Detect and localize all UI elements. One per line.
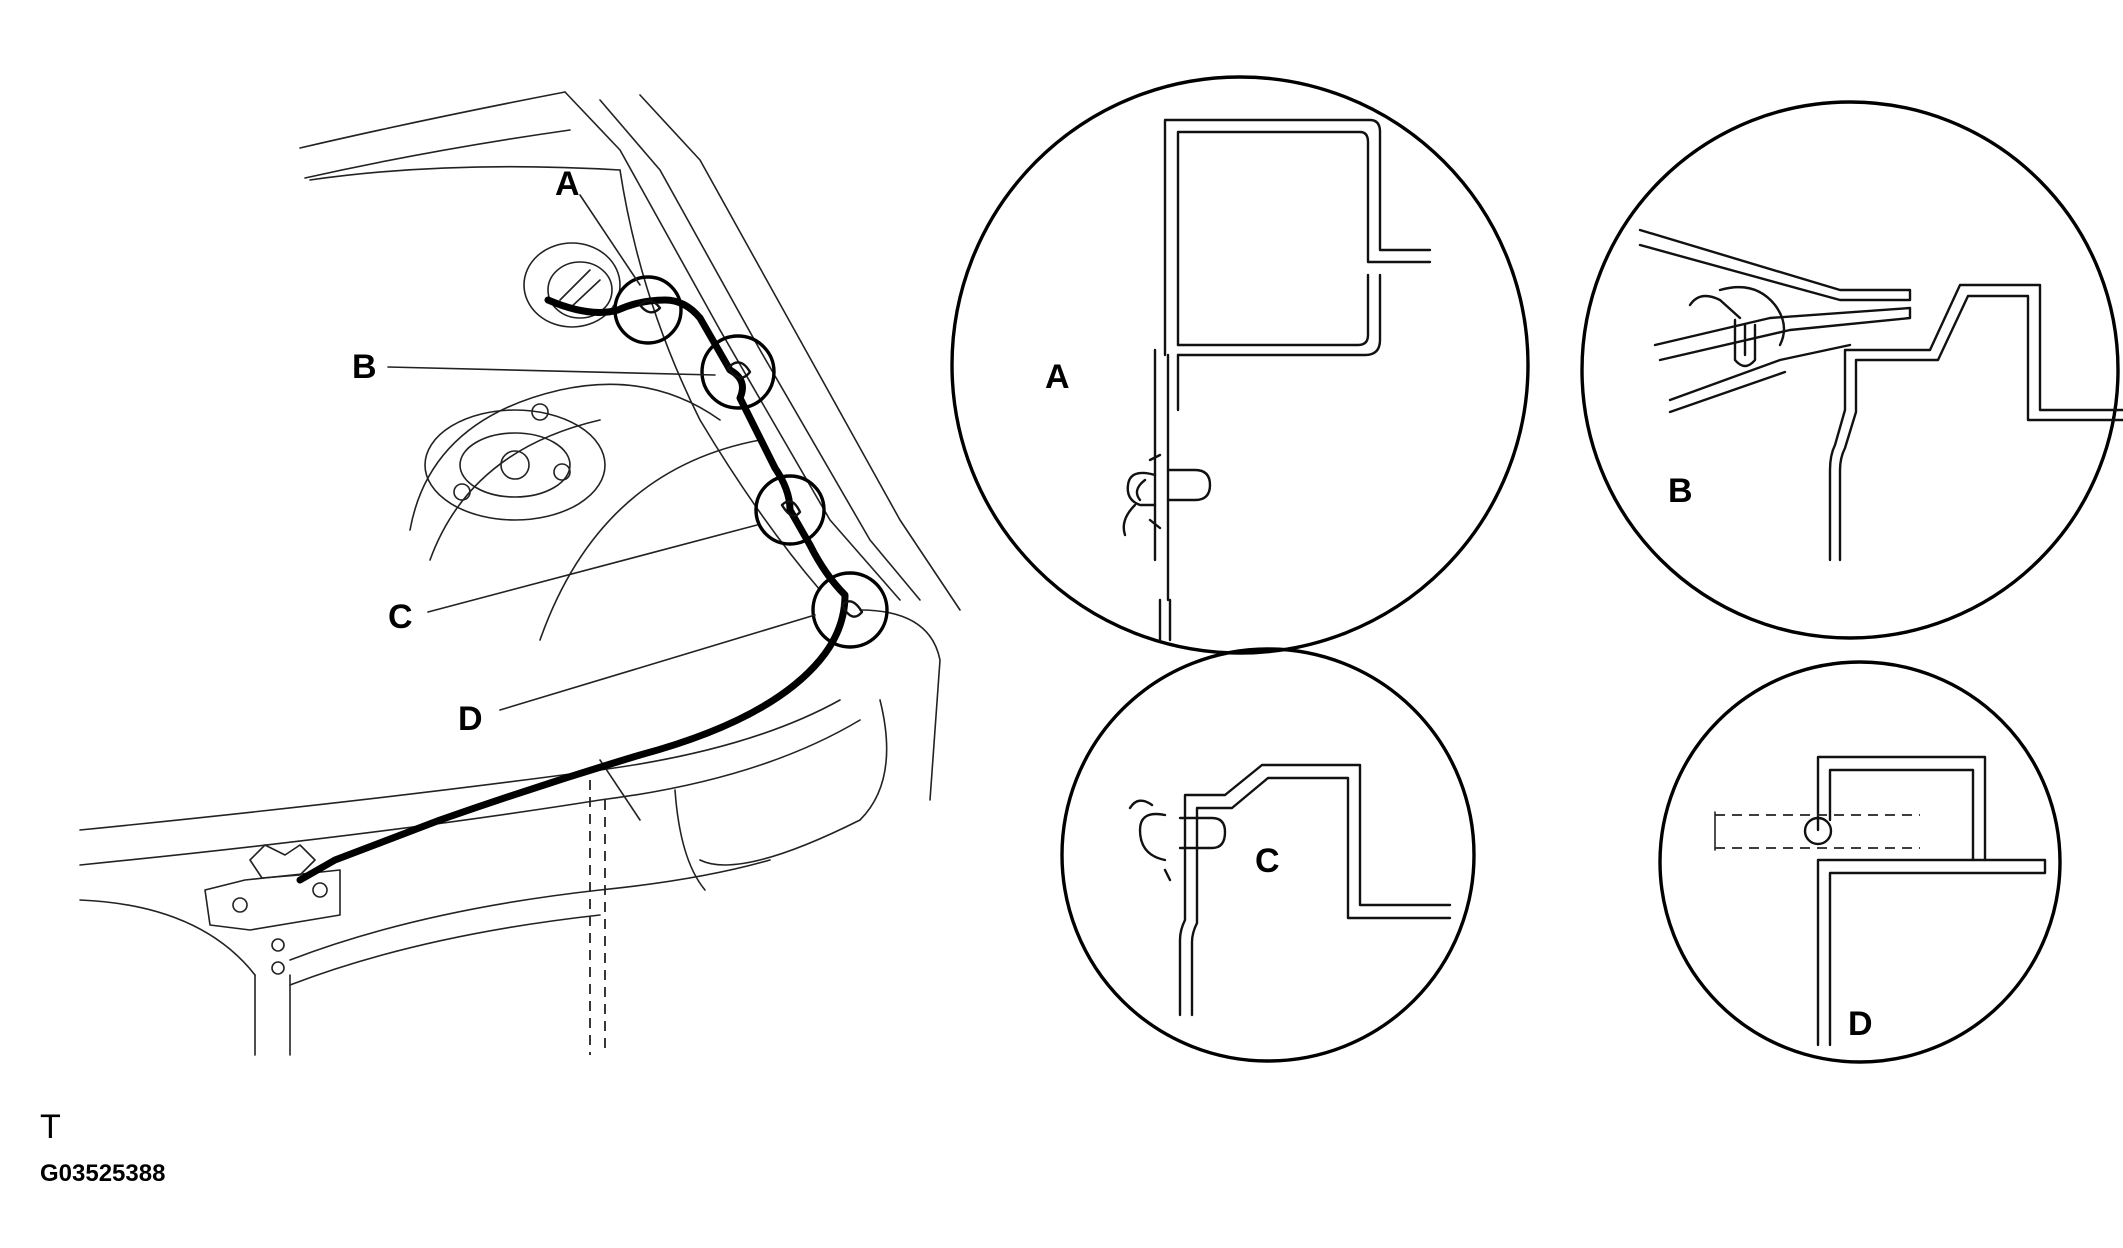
detail-view-b: B (1580, 100, 2123, 640)
engine-bay-view: A B C D (79, 91, 961, 1056)
detail-a-label: A (1045, 358, 1070, 396)
detail-b-label: B (1668, 472, 1693, 510)
detail-view-c: C (1060, 647, 1476, 1063)
detail-view-a: A (950, 75, 1530, 655)
detail-d-label: D (1848, 1005, 1873, 1043)
footer-mark: T (40, 1108, 61, 1146)
label-c: C (388, 598, 413, 636)
callout-circle-c (754, 474, 826, 546)
label-d: D (458, 700, 483, 738)
detail-view-d: D (1658, 660, 2062, 1064)
detail-c-label: C (1255, 842, 1280, 880)
callout-circle-d (811, 571, 889, 649)
callout-circle-a (613, 275, 683, 345)
label-a: A (555, 165, 580, 203)
label-b: B (352, 348, 377, 386)
callout-circle-b (700, 334, 776, 410)
figure-code: G03525388 (40, 1160, 166, 1187)
